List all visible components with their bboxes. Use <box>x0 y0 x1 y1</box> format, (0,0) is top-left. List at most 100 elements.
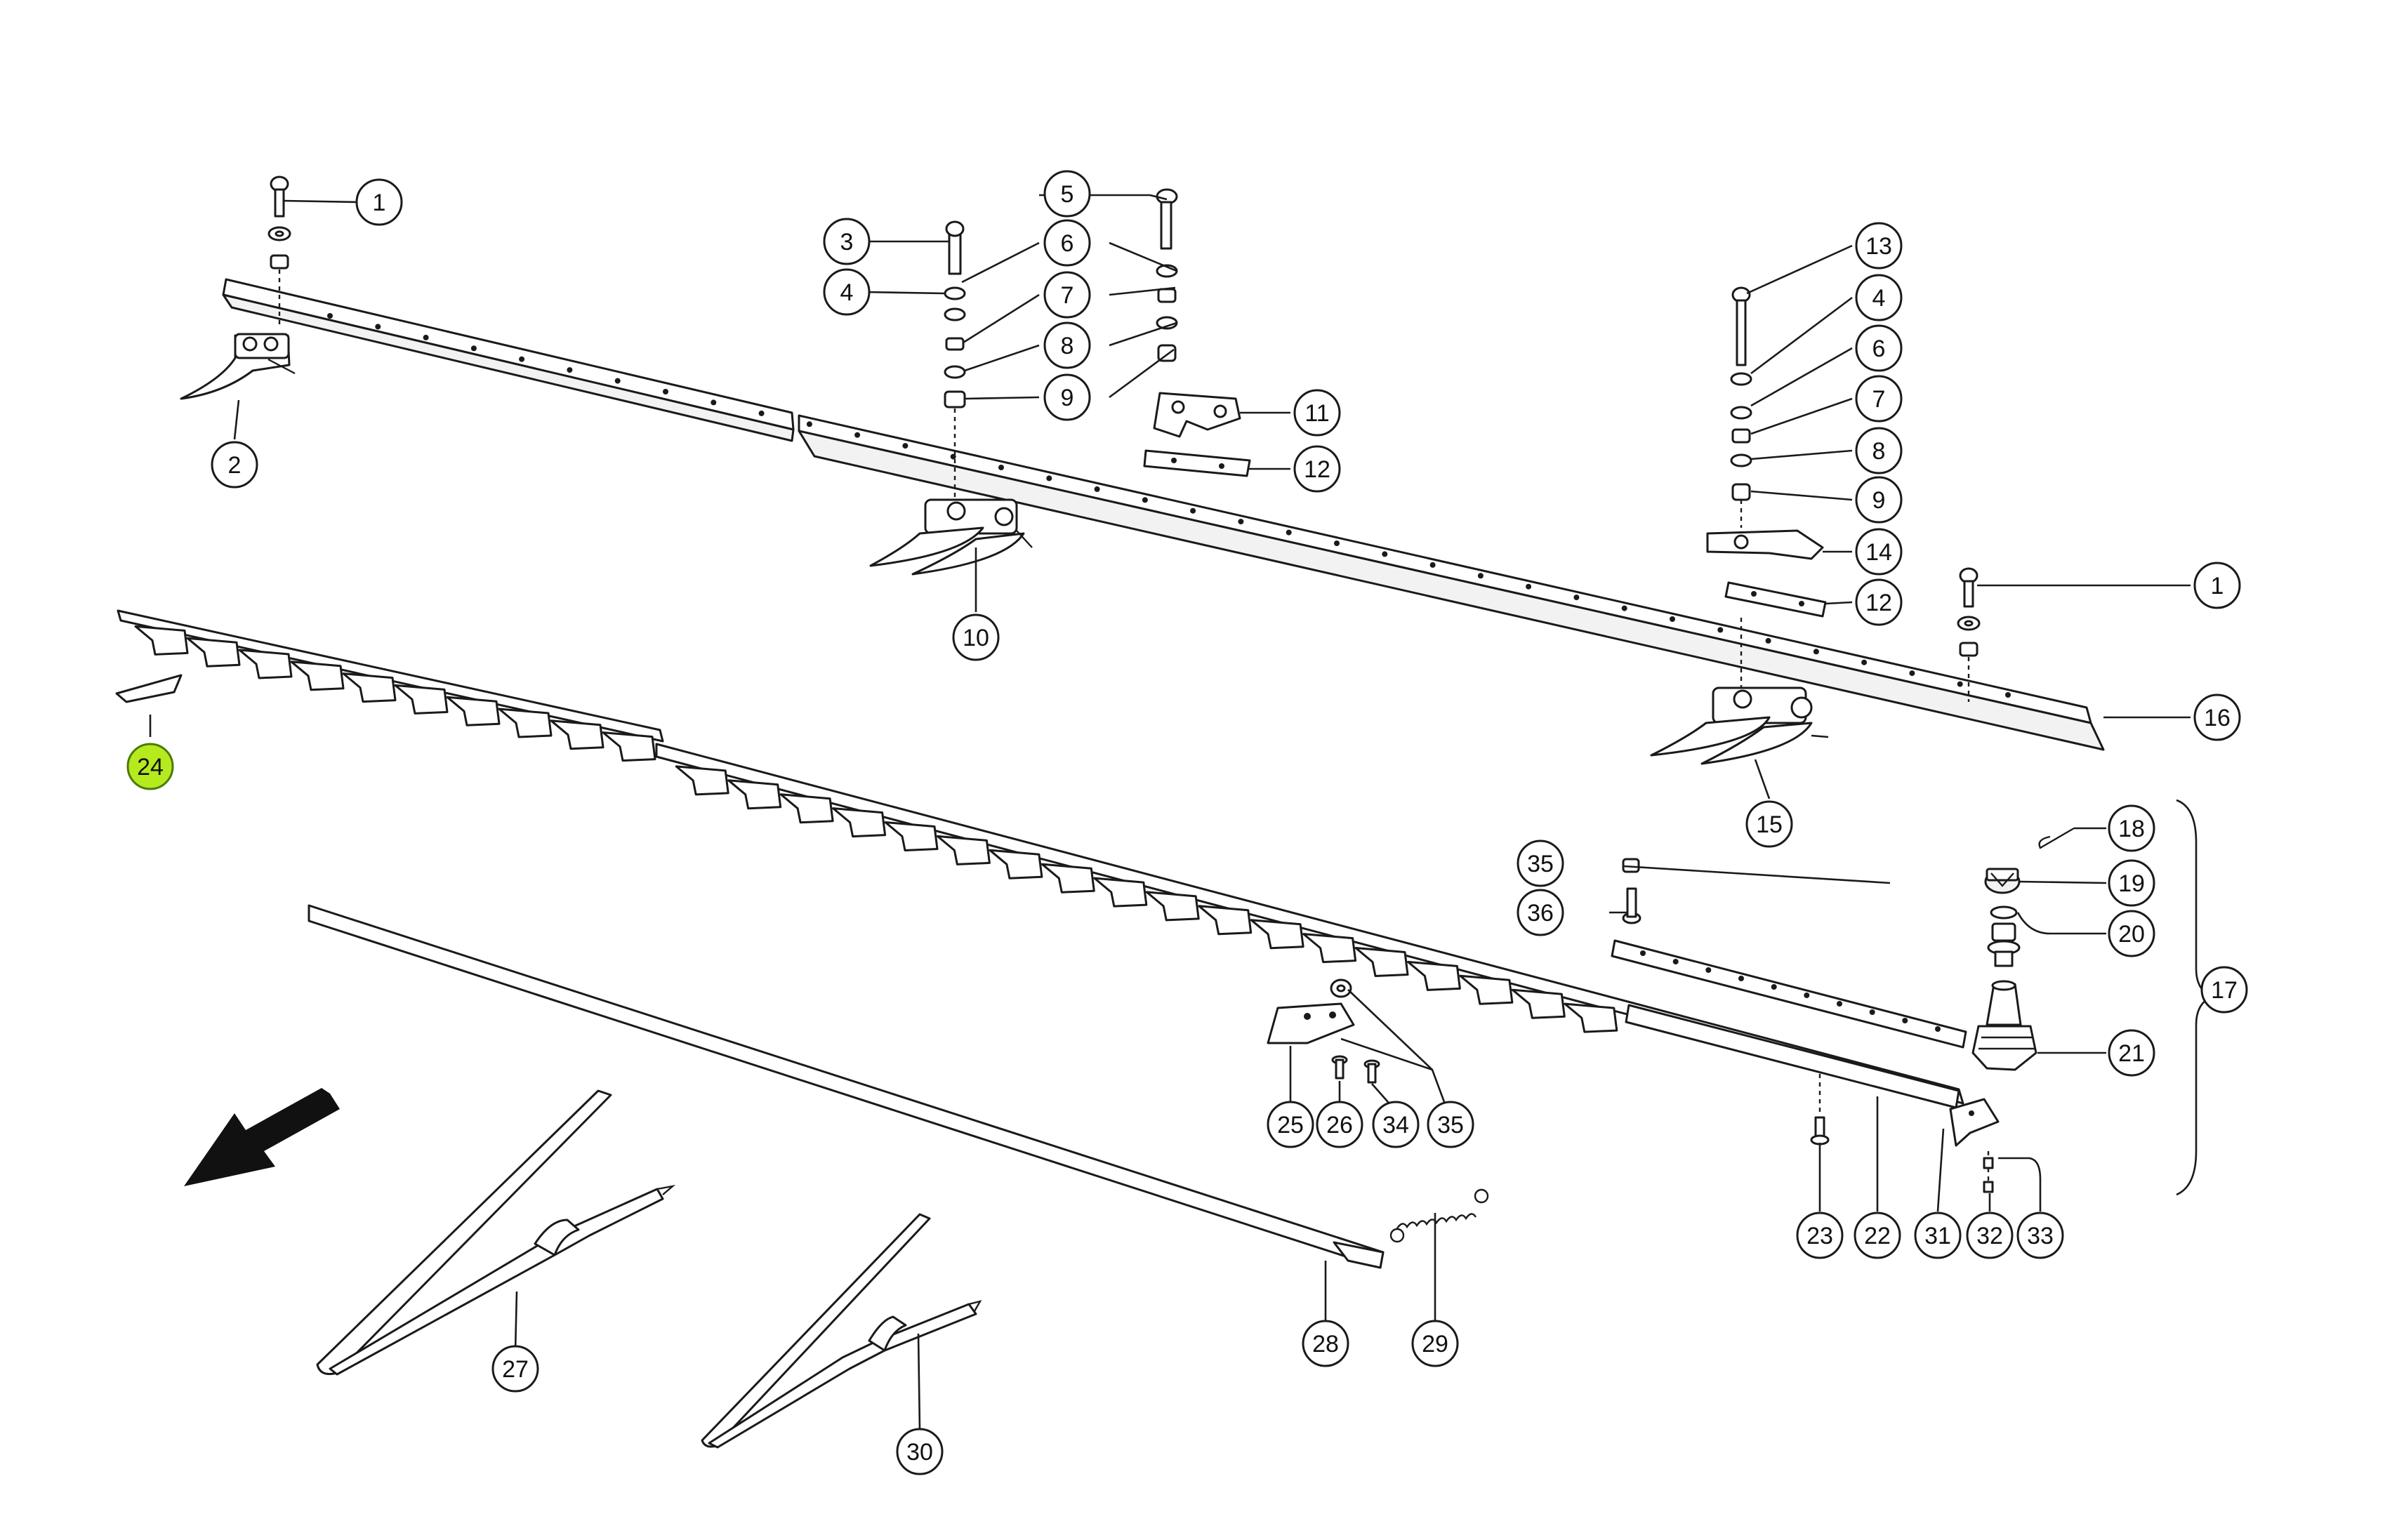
callout-11[interactable]: 11 <box>1293 389 1341 437</box>
callout-36[interactable]: 36 <box>1517 889 1564 936</box>
guard-10[interactable] <box>869 498 1033 576</box>
callout-29[interactable]: 29 <box>1411 1320 1459 1367</box>
callout-6[interactable]: 6 <box>1043 219 1091 267</box>
callout-26[interactable]: 26 <box>1316 1101 1363 1148</box>
bolt-36[interactable] <box>1622 887 1641 924</box>
knife-section-24[interactable] <box>115 674 183 703</box>
wear-strip-28[interactable] <box>308 904 1385 1269</box>
bolt-34[interactable] <box>1363 1059 1380 1084</box>
knife-head-plate-31[interactable] <box>1949 1098 2000 1147</box>
callout-number: 36 <box>1527 900 1554 927</box>
castle-nut-19[interactable] <box>1984 868 2021 894</box>
callout-14[interactable]: 14 <box>1855 528 1903 576</box>
head-bar-hole <box>1640 950 1646 956</box>
knife-section <box>1250 919 1304 950</box>
callout-24[interactable]: 24 <box>126 743 174 790</box>
callout-20[interactable]: 20 <box>2108 910 2155 957</box>
callout-25[interactable]: 25 <box>1267 1101 1314 1148</box>
callout-13[interactable]: 13 <box>1855 222 1903 270</box>
callout-7[interactable]: 7 <box>1043 271 1091 319</box>
knife-section <box>1302 933 1357 964</box>
small-parts-32-33[interactable] <box>1983 1151 1994 1193</box>
callout-9[interactable]: 9 <box>1855 476 1903 524</box>
bolt-23[interactable] <box>1810 1074 1830 1146</box>
callout-number: 19 <box>2118 870 2145 897</box>
callout-1[interactable]: 1 <box>355 178 403 226</box>
callout-12[interactable]: 12 <box>1855 578 1903 626</box>
nut-35-lower[interactable] <box>1330 978 1352 998</box>
ball-joint-parts-20[interactable] <box>1987 905 2021 967</box>
spring-29[interactable] <box>1389 1188 1489 1243</box>
shim-12-middle[interactable] <box>1143 449 1251 477</box>
callout-5[interactable]: 5 <box>1043 170 1091 218</box>
callout-number: 4 <box>840 279 854 306</box>
hardware-stack-middle[interactable] <box>944 188 1178 500</box>
callout-9[interactable]: 9 <box>1043 373 1091 421</box>
bolt-1-right[interactable] <box>1957 567 1981 702</box>
crop-divider-30[interactable] <box>701 1213 982 1449</box>
callout-17[interactable]: 17 <box>2200 966 2248 1014</box>
bar-hole <box>1429 562 1436 568</box>
bolt-1-left[interactable] <box>267 175 291 324</box>
callout-number: 9 <box>1872 487 1886 514</box>
callout-35[interactable]: 35 <box>1517 839 1564 887</box>
callout-21[interactable]: 21 <box>2108 1029 2155 1077</box>
callout-3[interactable]: 3 <box>823 218 871 265</box>
callout-27[interactable]: 27 <box>491 1345 539 1393</box>
callout-28[interactable]: 28 <box>1302 1320 1349 1367</box>
callout-10[interactable]: 10 <box>952 613 1000 661</box>
callout-1[interactable]: 1 <box>2193 562 2241 609</box>
nut-35-top[interactable] <box>1622 858 1640 873</box>
head-bar-hole <box>1705 967 1712 973</box>
callout-4[interactable]: 4 <box>823 268 871 316</box>
section-25[interactable] <box>1267 1002 1355 1044</box>
hold-down-clip-14[interactable] <box>1706 529 1824 560</box>
callout-19[interactable]: 19 <box>2108 859 2155 907</box>
hardware-stack-right[interactable] <box>1730 286 1752 528</box>
callout-number: 32 <box>1976 1223 2003 1249</box>
callout-circle <box>1914 1212 1962 1259</box>
callout-circle <box>1517 889 1564 936</box>
bar-hole <box>854 432 861 438</box>
callout-35[interactable]: 35 <box>1427 1101 1474 1148</box>
callout-31[interactable]: 31 <box>1914 1212 1962 1259</box>
callout-4[interactable]: 4 <box>1855 274 1903 321</box>
knife-head-21[interactable] <box>1971 980 2037 1071</box>
callout-circle <box>1517 839 1564 887</box>
callout-circle <box>823 268 871 316</box>
guard-2[interactable] <box>180 333 296 400</box>
callout-circle <box>1267 1101 1314 1148</box>
callout-18[interactable]: 18 <box>2108 804 2155 852</box>
callout-15[interactable]: 15 <box>1745 800 1793 848</box>
knife-head-bar-36[interactable] <box>1611 939 1967 1049</box>
callout-8[interactable]: 8 <box>1855 427 1903 474</box>
callout-number: 18 <box>2118 816 2145 842</box>
callout-circle <box>2108 804 2155 852</box>
callout-number: 34 <box>1382 1112 1409 1139</box>
callout-circle <box>2108 1029 2155 1077</box>
callout-number: 21 <box>2118 1040 2145 1067</box>
split-pin-18[interactable] <box>2038 827 2075 849</box>
callout-22[interactable]: 22 <box>1854 1212 1901 1259</box>
callout-12[interactable]: 12 <box>1293 445 1341 493</box>
crop-divider-27[interactable] <box>316 1089 676 1376</box>
callout-6[interactable]: 6 <box>1855 324 1903 372</box>
callout-30[interactable]: 30 <box>896 1428 944 1475</box>
callout-23[interactable]: 23 <box>1796 1212 1844 1259</box>
knife-section <box>1093 877 1148 908</box>
callout-circle <box>1316 1101 1363 1148</box>
hold-down-clip-11[interactable] <box>1153 392 1241 438</box>
callout-8[interactable]: 8 <box>1043 321 1091 369</box>
callout-2[interactable]: 2 <box>211 441 258 489</box>
shim-12-right[interactable] <box>1724 581 1827 618</box>
callout-34[interactable]: 34 <box>1372 1101 1420 1148</box>
callout-16[interactable]: 16 <box>2193 693 2241 741</box>
callout-32[interactable]: 32 <box>1966 1212 2014 1259</box>
head-bar-hole <box>1902 1018 1908 1023</box>
callout-circle <box>823 218 871 265</box>
bolt-26[interactable] <box>1331 1055 1348 1080</box>
callout-7[interactable]: 7 <box>1855 375 1903 423</box>
guard-15[interactable] <box>1650 686 1829 765</box>
callout-33[interactable]: 33 <box>2016 1212 2064 1259</box>
bar-hole <box>663 389 668 394</box>
